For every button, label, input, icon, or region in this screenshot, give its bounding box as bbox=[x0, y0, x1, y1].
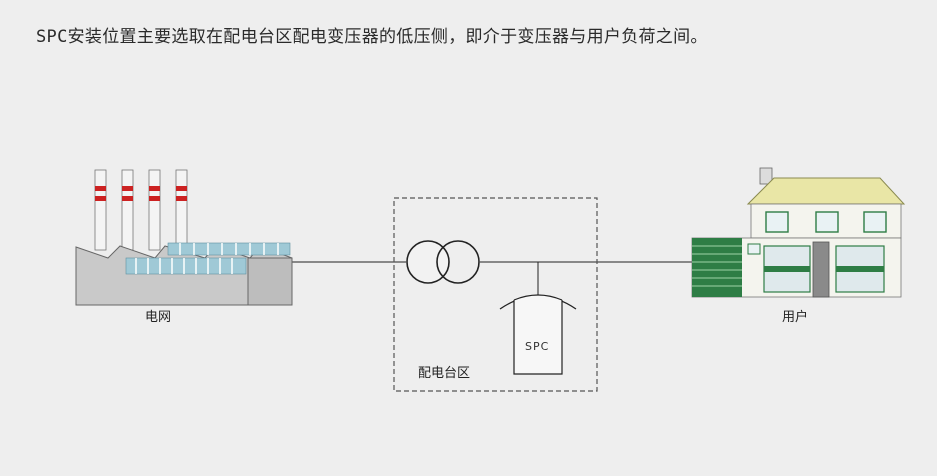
grid-label: 电网 bbox=[145, 310, 172, 325]
caption-text: SPC安装位置主要选取在配电台区配电变压器的低压侧，即介于变压器与用户负荷之间。 bbox=[36, 27, 708, 47]
distribution-area-label: 配电台区 bbox=[418, 366, 471, 381]
distribution-area-box bbox=[393, 197, 598, 392]
house-icon bbox=[691, 167, 906, 298]
plant-windows bbox=[125, 242, 291, 275]
power-plant-icon bbox=[75, 169, 293, 306]
spc-label: SPC bbox=[525, 340, 550, 353]
spc-device-icon bbox=[499, 294, 577, 375]
transformer-icon bbox=[406, 240, 480, 284]
chimney-group bbox=[94, 169, 188, 251]
user-label: 用户 bbox=[782, 310, 809, 325]
